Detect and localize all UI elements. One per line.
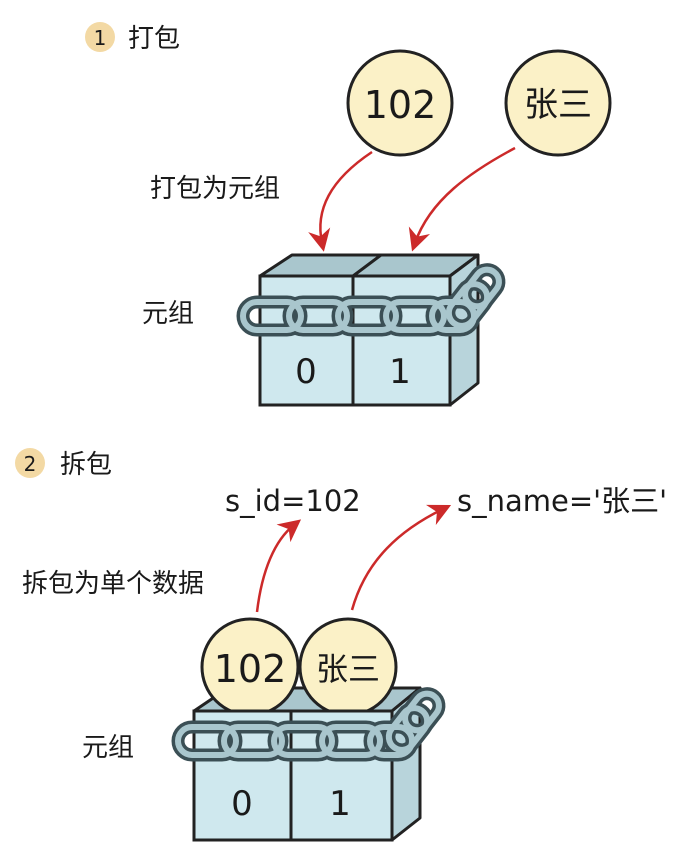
step2-unpack-label: 拆包为单个数据 [22,569,204,599]
step2-ball-id-text: 102 [214,647,287,691]
step1-tuple-label: 元组 [142,299,194,329]
step2-tuple-box: 0 1 [192,686,422,842]
step1-arrow-name [408,146,516,252]
step2-index-1: 1 [329,784,351,824]
step2-result-name: s_name='张三' [457,484,667,518]
step1-header: 1 打包 [85,22,180,54]
step1-chain [236,263,506,337]
step2-ball-id: 102 [200,617,300,717]
step1-ball-id-text: 102 [364,83,437,127]
step2-number-badge [15,448,45,478]
step1-title: 打包 [128,24,180,54]
step2-title: 拆包 [60,450,112,480]
step2-number: 2 [24,452,37,476]
step2-chain [171,687,446,762]
step1-ball-name-text: 张三 [524,85,592,125]
step1-number-badge [85,22,115,52]
step2-result-id: s_id=102 [225,484,361,518]
step2-header: 2 拆包 [15,448,112,480]
step2-index-0: 0 [231,784,253,824]
step1-pack-label: 打包为元组 [150,174,280,204]
step2-ball-name-text: 张三 [316,650,380,688]
step1-ball-id: 102 [346,49,454,157]
step1-arrow-id [308,150,373,252]
step2-arrow-id [255,519,302,613]
step2-ball-name: 张三 [298,617,398,717]
step2-arrow-name [350,504,452,611]
step1-ball-name: 张三 [504,49,612,157]
step1-number: 1 [94,26,107,50]
step2-tuple-label: 元组 [82,733,134,763]
step1-index-0: 0 [295,352,317,392]
step1-index-1: 1 [389,352,411,392]
